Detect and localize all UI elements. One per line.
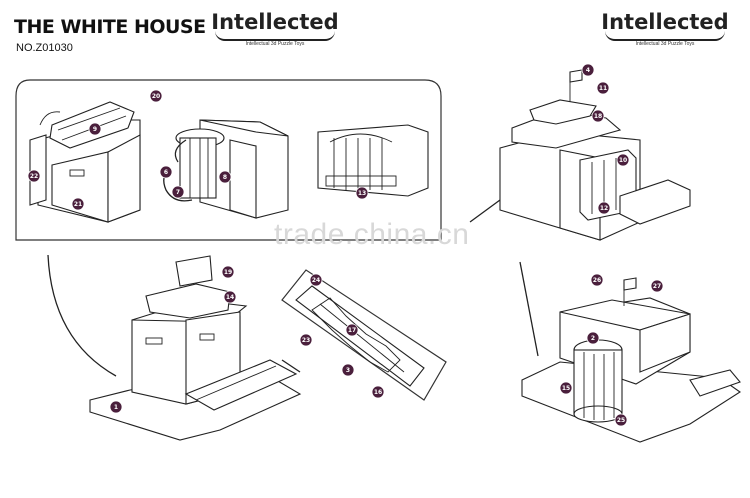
part-number-badge: 23 <box>299 333 313 347</box>
step-final-assembly <box>519 261 741 443</box>
part-number-badge: 17 <box>345 323 359 337</box>
part-number-badge: 26 <box>590 273 604 287</box>
part-number-badge: 16 <box>371 385 385 399</box>
part-number-badge: 13 <box>355 186 369 200</box>
brand-logo-center: Intellected Intellectual 3d Puzzle Toys <box>205 10 345 47</box>
part-number-badge: 25 <box>614 413 628 427</box>
part-number-label: 3 <box>346 367 350 374</box>
page-title: THE WHITE HOUSE <box>14 16 206 38</box>
part-number-label: 8 <box>223 174 227 181</box>
part-number-badge: 27 <box>650 279 664 293</box>
part-number-badge: 3 <box>341 363 355 377</box>
brand-tagline: Intellectual 3d Puzzle Toys <box>635 41 695 47</box>
step-top-right-assembly <box>469 69 691 241</box>
part-number-label: 2 <box>591 335 595 342</box>
part-number-label: 9 <box>93 126 97 133</box>
part-number-label: 13 <box>358 190 366 197</box>
part-number-label: 4 <box>586 67 590 74</box>
part-number-badge: 22 <box>27 169 41 183</box>
part-number-label: 6 <box>164 169 168 176</box>
brand-name: Intellected <box>601 10 729 34</box>
step-3-colonnade <box>317 124 429 197</box>
part-number-badge: 19 <box>221 265 235 279</box>
part-number-badge: 14 <box>223 290 237 304</box>
step-base-assembly <box>47 254 302 441</box>
part-number-badge: 10 <box>616 153 630 167</box>
part-number-label: 15 <box>562 385 570 392</box>
part-number-label: 25 <box>617 417 625 424</box>
part-number-label: 17 <box>348 327 356 334</box>
model-number: NO.Z01030 <box>16 42 73 54</box>
part-number-badge: 4 <box>581 63 595 77</box>
part-number-badge: 6 <box>159 165 173 179</box>
part-number-label: 19 <box>224 269 232 276</box>
part-number-badge: 12 <box>597 201 611 215</box>
part-number-badge: 21 <box>71 197 85 211</box>
part-number-badge: 15 <box>559 381 573 395</box>
part-number-label: 11 <box>599 85 607 92</box>
part-number-badge: 9 <box>88 122 102 136</box>
part-number-label: 10 <box>619 157 627 164</box>
part-number-label: 16 <box>374 389 382 396</box>
brand-tagline: Intellectual 3d Puzzle Toys <box>245 41 305 47</box>
part-number-badge: 18 <box>591 109 605 123</box>
part-number-badge: 24 <box>309 273 323 287</box>
part-number-label: 12 <box>600 205 608 212</box>
part-number-badge: 11 <box>596 81 610 95</box>
step-wing-detail <box>295 285 425 387</box>
part-badges: 20 9 22 21 6 7 8 13 4 11 18 10 12 19 14 1 24 23 17 3 16 26 27 2… <box>27 63 664 427</box>
part-number-badge: 8 <box>218 170 232 184</box>
part-number-badge: 2 <box>586 331 600 345</box>
watermark-text: trade.china.cn <box>274 218 470 251</box>
brand-logo-right: Intellected Intellectual 3d Puzzle Toys <box>595 10 735 47</box>
part-number-badge: 20 <box>149 89 163 103</box>
part-number-label: 1 <box>114 404 118 411</box>
part-number-label: 7 <box>176 189 180 196</box>
step-2-tower <box>163 119 289 219</box>
part-number-label: 18 <box>594 113 602 120</box>
brand-swoosh <box>215 31 335 41</box>
part-number-label: 20 <box>152 93 160 100</box>
part-number-label: 27 <box>653 283 661 290</box>
part-number-label: 14 <box>226 294 234 301</box>
brand-swoosh <box>605 31 725 41</box>
part-number-badge: 7 <box>171 185 185 199</box>
brand-name: Intellected <box>211 10 339 34</box>
part-number-label: 26 <box>593 277 601 284</box>
step-1-box <box>29 101 141 223</box>
part-number-label: 24 <box>312 277 320 284</box>
part-number-badge: 1 <box>109 400 123 414</box>
part-number-label: 22 <box>30 173 38 180</box>
part-number-label: 23 <box>302 337 310 344</box>
part-number-label: 21 <box>74 201 82 208</box>
